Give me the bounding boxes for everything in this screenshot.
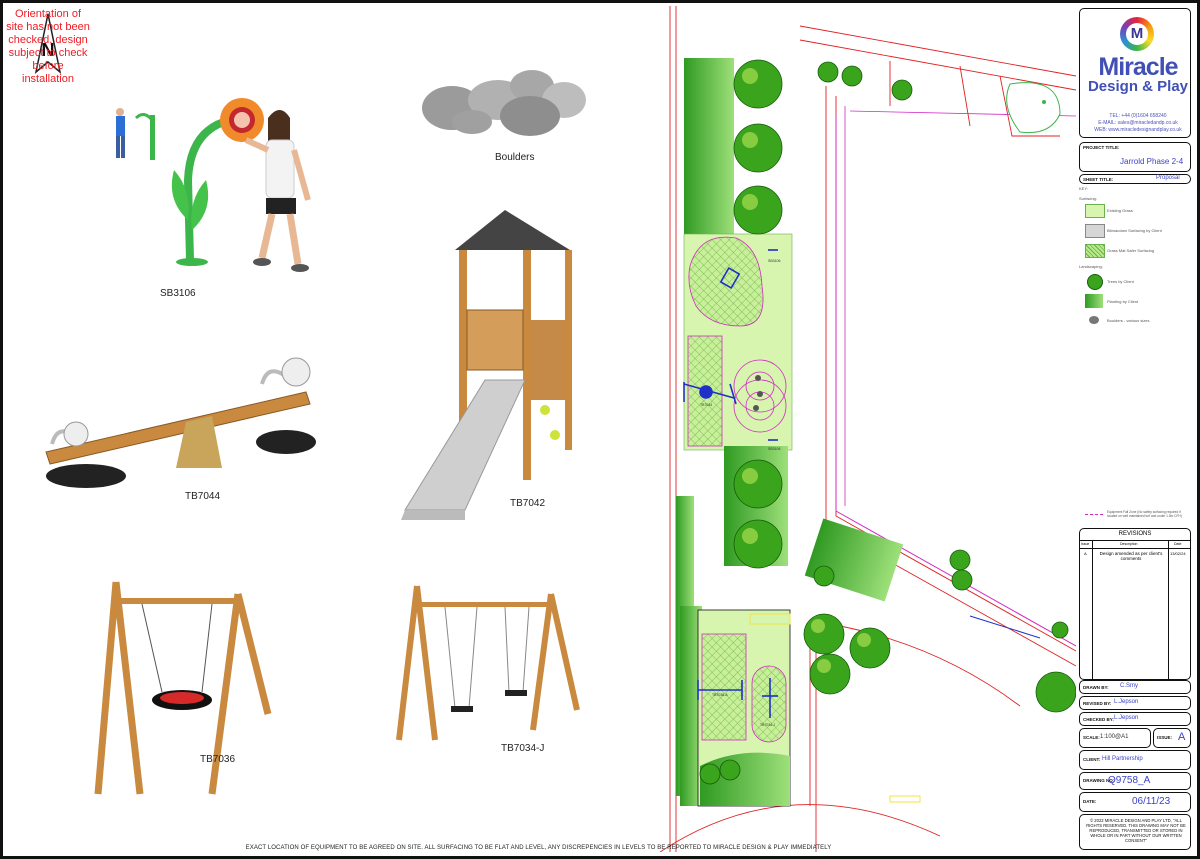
contact-tel: TEL: +44 (0)1604 658240 <box>1109 113 1167 119</box>
key-panel: KEY: Surfacing: Existing Grass Bitmacdam… <box>1079 186 1182 518</box>
footer-note: EXACT LOCATION OF EQUIPMENT TO BE AGREED… <box>245 845 832 851</box>
contact-web: WEB: www.miracledesignandplay.co.uk <box>1094 127 1182 133</box>
label-sb3106: SB3106 <box>160 288 196 299</box>
label-tb7044: TB7044 <box>185 491 221 502</box>
key-boulder-icon <box>1089 316 1099 324</box>
logo-line1: Miracle <box>1098 53 1178 81</box>
revisions-box: REVISIONS Issue Description Date A Desig… <box>1079 528 1191 680</box>
plan-label-bench1: SB3106 <box>768 259 781 263</box>
copyright-box: © 2022 MIRACLE DESIGN AND PLAY LTD, "ALL… <box>1079 814 1191 850</box>
plan-label-bench2: SB3106 <box>768 447 781 451</box>
drawn-by: C.Smy <box>1120 683 1138 689</box>
sb3106-illustration <box>116 98 311 272</box>
tb7036-illustration <box>94 581 272 795</box>
logo-line2: Design & Play <box>1087 78 1189 95</box>
north-arrow-icon: N <box>34 13 62 74</box>
tb7042-illustration <box>401 210 572 520</box>
tb7034j-illustration <box>396 585 580 741</box>
title-block: M Miracle Design & Play TEL: +44 (0)1604… <box>1077 6 1194 852</box>
contact-email: E-MAIL: sales@miracledandp.co.uk <box>1098 120 1178 126</box>
tb7044-illustration <box>45 357 316 488</box>
revised-by: L.Jepson <box>1114 699 1139 705</box>
scale: 1:100@A1 <box>1100 734 1129 740</box>
key-swatch-grass-mat <box>1085 244 1105 258</box>
trees-group <box>699 59 1076 785</box>
key-tree-icon <box>1087 274 1103 290</box>
key-swatch-grass <box>1085 204 1105 218</box>
drawing-no: Q9758_A <box>1108 775 1151 786</box>
label-boulders: Boulders <box>495 152 535 163</box>
plan-label-swing1: TB7036-A <box>712 693 728 697</box>
logo-box: M Miracle Design & Play TEL: +44 (0)1604… <box>1079 8 1191 138</box>
north-letter: N <box>42 40 55 60</box>
plan-label-seesaw: TB7044 <box>700 403 712 407</box>
plan-label-swing2: TB7034-J <box>760 723 775 727</box>
site-plan: SB3106 SB3106 TB7044 TB7036-A TB7034-J <box>659 6 1076 852</box>
date: 06/11/23 <box>1132 796 1171 807</box>
logo-mark-icon: M <box>1120 17 1154 51</box>
project-title-box: PROJECT TITLE: Jarrold Phase 2-4 <box>1079 142 1191 172</box>
project-title: Jarrold Phase 2-4 <box>1120 157 1184 166</box>
label-tb7034j: TB7034-J <box>501 743 545 754</box>
key-fall-zone-line <box>1085 514 1103 515</box>
label-tb7036: TB7036 <box>200 754 236 765</box>
key-swatch-bitmac <box>1085 224 1105 238</box>
sheet-title-box: SHEET TITLE: Proposal <box>1079 174 1191 184</box>
issue: A <box>1178 731 1186 743</box>
key-planting-swatch <box>1085 294 1103 308</box>
checked-by: L.Jepson <box>1114 715 1139 721</box>
client: Hill Partnership <box>1102 756 1143 762</box>
orientation-note: Orientation of site has not been checked… <box>6 8 90 85</box>
sheet-title: Proposal <box>1156 175 1180 181</box>
logo-letter: M <box>1126 23 1148 45</box>
label-tb7042: TB7042 <box>510 498 546 509</box>
boulders-illustration <box>422 70 586 136</box>
